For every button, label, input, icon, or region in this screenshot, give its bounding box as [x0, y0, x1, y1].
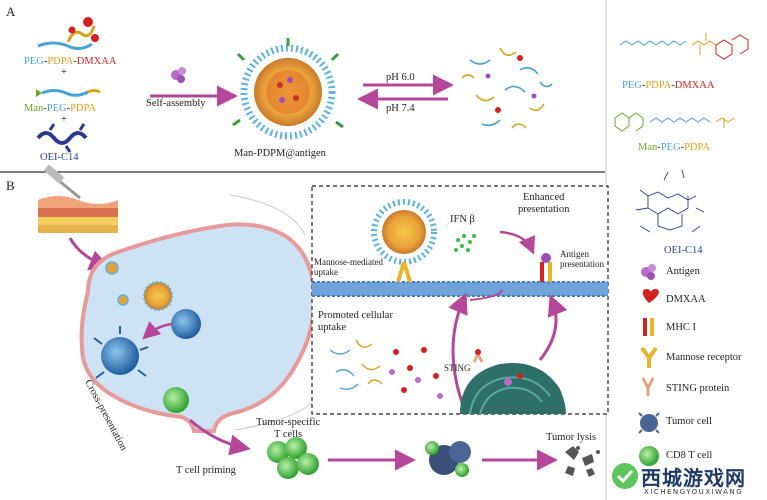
legend-label-tumor-cell: Tumor cell — [666, 416, 712, 427]
tumor-attack-icon — [425, 441, 471, 477]
label-part: PDPA — [70, 103, 96, 114]
inset-polymer-cluster — [329, 339, 383, 391]
mhc-icon — [643, 318, 654, 336]
ph-high-label: pH 7.4 — [386, 103, 415, 114]
legend-label-mhc: MHC I — [666, 322, 697, 333]
oei-c14-structure — [635, 169, 705, 233]
tumor-cell-icon — [638, 412, 660, 434]
structure-label-3: OEI-C14 — [664, 245, 703, 257]
t-cell-priming-label: T cell priming — [176, 465, 236, 476]
legend-label-antigen: Antigen — [666, 266, 700, 277]
label-part: OEI-C14 — [40, 152, 79, 163]
label-part: PEG — [622, 80, 642, 91]
peg-pdpa-dmxaa-icon — [37, 17, 99, 51]
label-part: PEG — [660, 142, 681, 153]
panel-a-letter: A — [6, 4, 16, 19]
nanoparticle-label: Man-PDPM@antigen — [234, 148, 326, 159]
panel-b-letter: B — [6, 178, 15, 193]
antigen-icon — [641, 264, 656, 280]
label-part: - — [43, 103, 47, 114]
label-part: PEG — [24, 56, 44, 67]
component-label-2: Man-PEG-PDPA — [24, 103, 96, 115]
label-part: Man — [638, 142, 658, 153]
peg-pdpa-dmxaa-structure — [619, 33, 749, 60]
tumor-specific-t-cells-label: Tumor-specific T cells — [256, 417, 321, 441]
label-part: - — [641, 80, 646, 91]
legend-label-sting: STING protein — [666, 383, 730, 394]
label-part: - — [43, 56, 48, 67]
enhanced-arrow — [499, 230, 535, 255]
legend-label-dmxaa: DMXAA — [666, 294, 706, 305]
small-nanoparticle-icon — [105, 261, 119, 275]
structure-label-1: PEG-PDPA-DMXAA — [622, 80, 714, 92]
label-part: Man — [24, 103, 44, 114]
sting-protein-on-er — [472, 349, 484, 363]
mannose-receptor-on-membrane — [396, 261, 412, 283]
dendritic-cell-icon — [171, 309, 201, 339]
sting-label: STING — [444, 363, 471, 373]
sting-ifn-arrow — [448, 292, 468, 409]
plus-sign: + — [61, 67, 67, 78]
uptake-arrow — [142, 321, 173, 340]
label-part: - — [657, 142, 661, 153]
nanoparticle-icon — [232, 38, 344, 140]
tumor-lysis-label: Tumor lysis — [546, 432, 597, 443]
component-label-3: OEI-C14 — [40, 152, 79, 164]
watermark-text: 西城游戏网 — [641, 466, 746, 490]
oei-c14-icon — [36, 123, 88, 153]
node-nanoparticle-icon — [143, 281, 173, 311]
label-part: - — [73, 56, 77, 67]
ifn-cluster-icon — [454, 234, 476, 252]
presentation-arrow — [538, 294, 568, 361]
antigen-cluster-icon — [171, 67, 186, 83]
promoted-uptake-label: Promoted cellular uptake — [318, 310, 393, 334]
label-part: DMXAA — [76, 56, 117, 67]
legend-label-cd8: CD8 T cell — [666, 450, 713, 461]
legend-label-mannose-receptor: Mannose receptor — [666, 352, 742, 363]
cell-membrane — [312, 281, 608, 297]
inset-antigen-dots — [389, 369, 443, 399]
dmxaa-icon — [642, 289, 659, 303]
antigen-presentation-label: Antigen presentation — [560, 249, 604, 269]
mannose-uptake-label: Mannose-mediated uptake — [314, 257, 383, 277]
self-assembly-label: Self-assembly — [146, 98, 206, 109]
ifn-label: IFN β — [450, 214, 475, 225]
component-label-1: PEG-PDPA-DMXAA — [24, 56, 116, 68]
skin-injection-icon — [38, 164, 118, 233]
watermark-logo-icon — [612, 463, 638, 489]
priming-arrow — [189, 418, 251, 456]
t-cell-group-icon — [267, 437, 319, 479]
label-part: - — [66, 103, 71, 114]
small-nanoparticle-icon — [117, 294, 129, 306]
label-part: DMXAA — [674, 80, 715, 91]
enhanced-presentation-label: Enhanced presentation — [518, 192, 570, 216]
cd8-t-cell-icon — [639, 446, 659, 466]
label-part: PDPA — [645, 80, 672, 91]
sting-protein-icon — [641, 377, 655, 396]
label-part: PEG — [46, 103, 67, 114]
ph-low-label: pH 6.0 — [386, 72, 415, 83]
structure-label-2: Man-PEG-PDPA — [638, 142, 710, 154]
watermark-subtext: XICHENGYOUXIWANG — [644, 488, 744, 496]
man-peg-pdpa-structure — [614, 112, 735, 132]
plus-sign: + — [61, 114, 67, 125]
label-part: - — [680, 142, 685, 153]
label-part: PDPA — [47, 56, 74, 67]
label-part: PDPA — [684, 142, 710, 153]
mannose-receptor-icon — [640, 346, 658, 368]
apc-cell-icon — [93, 326, 149, 379]
label-part: - — [671, 80, 675, 91]
inset-dmxaa-dots — [393, 347, 439, 393]
man-peg-pdpa-icon — [36, 89, 101, 97]
disassembled-polymers-icon — [461, 47, 553, 129]
inset-nanoparticle-icon — [371, 199, 437, 265]
tumor-lysis-icon — [565, 446, 600, 477]
mhc-on-membrane-icon — [540, 253, 552, 282]
nucleus-icon — [460, 363, 566, 415]
node-t-cell-icon — [163, 387, 189, 413]
label-part: OEI-C14 — [664, 245, 703, 256]
